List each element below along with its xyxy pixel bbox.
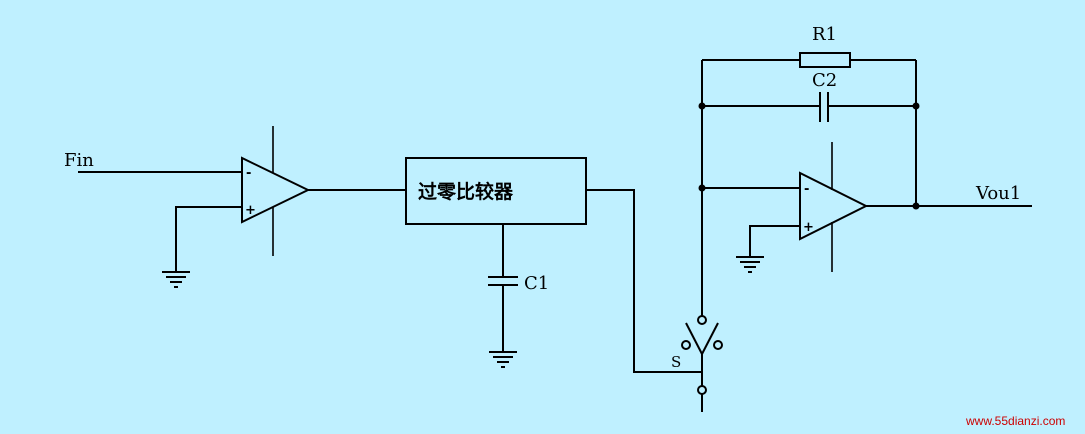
ground-symbol-2 xyxy=(489,351,517,368)
opamp-1-plus-wire xyxy=(175,206,242,272)
capacitor-c2 xyxy=(819,92,829,122)
opamp-1-minus: - xyxy=(246,166,251,181)
watermark: www.55dianzi.com xyxy=(965,414,1065,428)
junction-dot xyxy=(912,102,920,110)
comparator-output-wire xyxy=(586,189,702,373)
capacitor-c1 xyxy=(488,276,518,286)
fin-label: Fin xyxy=(64,150,94,171)
opamp-1: - + xyxy=(241,126,311,256)
c1-label: C1 xyxy=(524,273,549,294)
c2-label: C2 xyxy=(812,70,837,91)
zero-crossing-comparator: 过零比较器 xyxy=(405,157,587,225)
comparator-label: 过零比较器 xyxy=(418,180,514,203)
junction-dot xyxy=(698,102,706,110)
ground-symbol-1 xyxy=(162,271,190,288)
vout-label: Vou1 xyxy=(975,183,1021,204)
opamp-2-minus: - xyxy=(804,182,809,197)
opamp-2: - + xyxy=(799,142,869,272)
switch-label: S xyxy=(671,353,681,371)
opamp-1-plus: + xyxy=(245,203,256,218)
opamp-2-plus: + xyxy=(803,220,814,235)
resistor-r1 xyxy=(799,52,851,68)
opamp-2-plus-wire xyxy=(749,225,800,257)
r1-label: R1 xyxy=(812,24,837,45)
switch-s xyxy=(681,315,723,412)
ground-symbol-3 xyxy=(736,256,764,273)
